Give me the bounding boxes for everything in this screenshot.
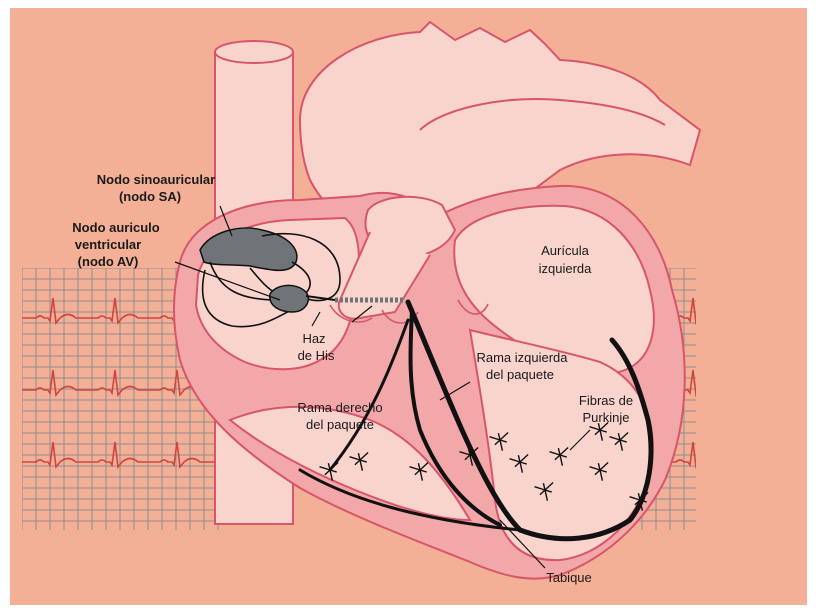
label-purkinje-2: Purkinje <box>583 410 630 425</box>
label-right-branch-2: del paquete <box>306 417 374 432</box>
label-left-branch-1: Rama izquierda <box>476 350 568 365</box>
label-sa-node-1: Nodo sinoauricular <box>97 172 215 187</box>
label-av-node-3: (nodo AV) <box>78 254 139 269</box>
label-av-node-1: Nodo auriculo <box>72 220 159 235</box>
label-left-atrium-2: izquierda <box>539 261 593 276</box>
label-right-branch-1: Rama derecho <box>297 400 382 415</box>
label-purkinje-1: Fibras de <box>579 393 633 408</box>
label-septum: Tabique <box>546 570 592 585</box>
label-his-2: de His <box>298 348 335 363</box>
label-sa-node-2: (nodo SA) <box>119 189 181 204</box>
label-av-node-2: ventricular <box>75 237 141 252</box>
label-his-1: Haz <box>302 331 325 346</box>
label-left-branch-2: del paquete <box>486 367 554 382</box>
label-left-atrium-1: Aurícula <box>541 243 589 258</box>
